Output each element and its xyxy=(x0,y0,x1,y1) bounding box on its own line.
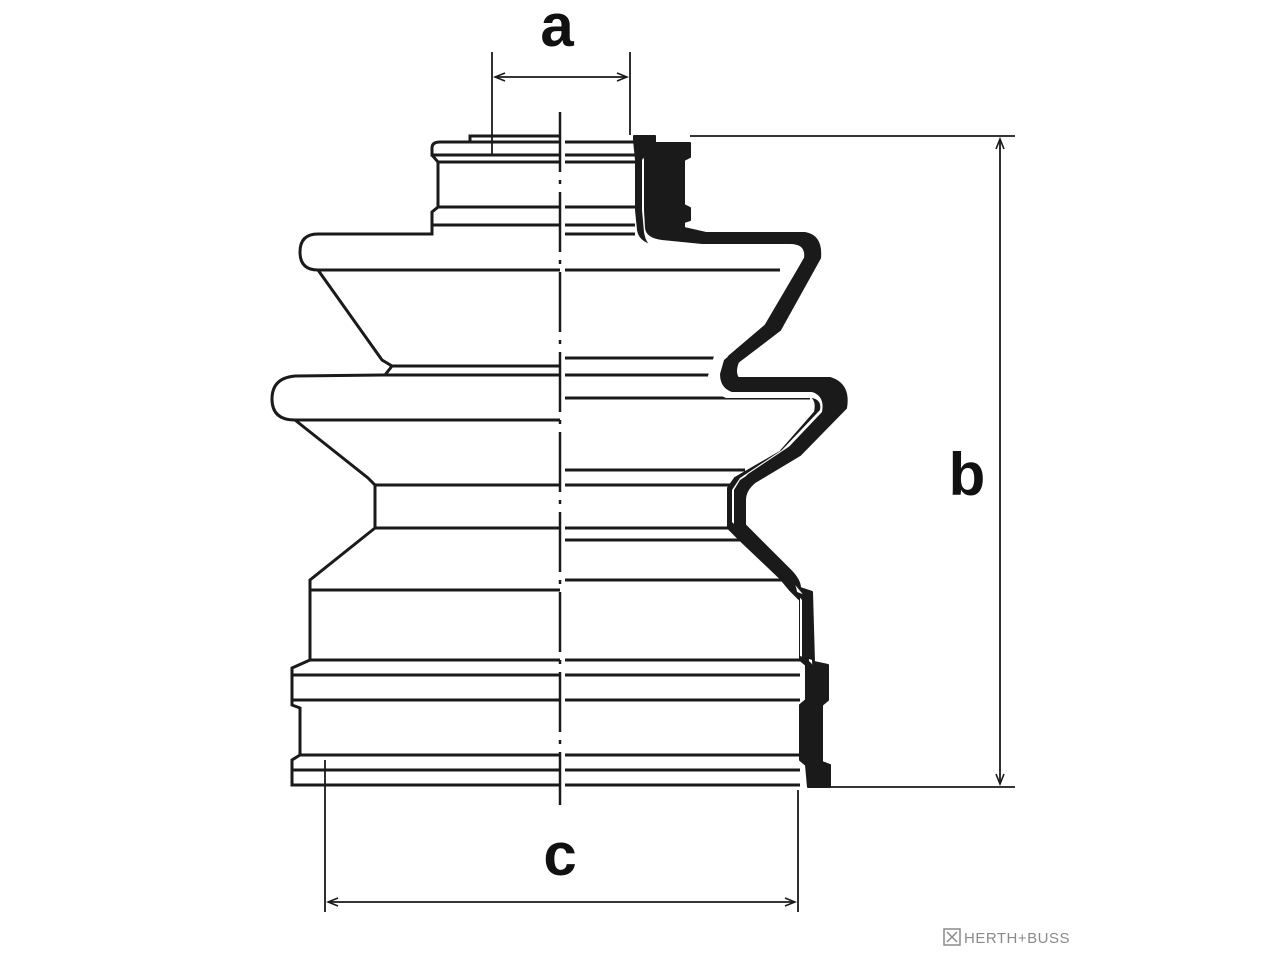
dimension-c xyxy=(324,760,799,912)
boot-section-profile xyxy=(565,140,810,787)
dimension-a-label: a xyxy=(540,0,574,59)
herth-buss-logo-icon xyxy=(943,928,961,946)
boot-wall-section xyxy=(633,135,848,788)
dimension-b-label: b xyxy=(949,441,986,508)
brand-name: HERTH+BUSS xyxy=(964,930,1070,947)
dimension-b xyxy=(690,135,1015,788)
dimension-a xyxy=(491,52,631,155)
dimension-c-label: c xyxy=(543,821,576,888)
boot-outer-profile xyxy=(270,134,560,787)
